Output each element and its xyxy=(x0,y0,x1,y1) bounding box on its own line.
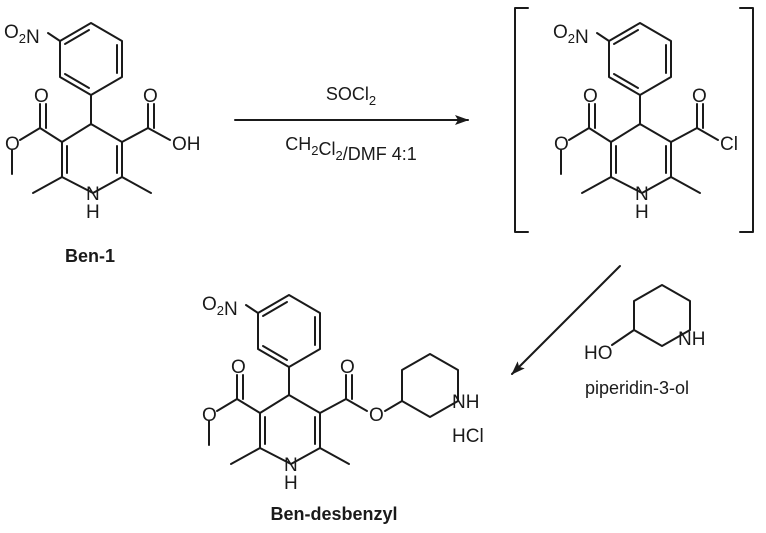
reagent-socl2: SOCl2 xyxy=(326,84,376,108)
atom-o: O xyxy=(34,86,49,107)
atom-o: O xyxy=(583,86,598,107)
piperidine-ring-3 xyxy=(401,353,459,418)
reagent-solvent: CH2Cl2/DMF 4:1 xyxy=(285,134,417,164)
atom-o: O xyxy=(340,357,355,378)
bracket-left xyxy=(514,7,529,233)
arrow xyxy=(511,265,621,375)
phenyl-ring-1 xyxy=(59,22,123,96)
atom-ho: HO xyxy=(584,343,613,364)
dihydropyridine-ring-3 xyxy=(259,394,321,465)
atom-o: O xyxy=(231,357,246,378)
atom-o: O xyxy=(554,134,569,155)
reaction-arrow-2 xyxy=(511,265,621,375)
atom-nh: NH xyxy=(452,392,479,413)
atom-o2n: O2N xyxy=(553,22,589,48)
atom-nh: NH xyxy=(678,329,705,350)
reagent-label: piperidin-3-ol xyxy=(585,378,689,398)
reaction-arrow-1: SOCl2 CH2Cl2/DMF 4:1 xyxy=(234,84,469,164)
atom-o: O xyxy=(369,405,384,426)
compound-label: Ben-1 xyxy=(65,246,115,266)
atom-o2n: O2N xyxy=(4,22,40,48)
atom-o: O xyxy=(202,405,217,426)
atom-hcl: HCl xyxy=(452,426,484,447)
compound-label: Ben-desbenzyl xyxy=(270,504,397,524)
dihydropyridine-ring-1 xyxy=(61,123,123,194)
atom-o: O xyxy=(5,134,20,155)
atom-o2n: O2N xyxy=(202,294,238,320)
atom-o: O xyxy=(143,86,158,107)
phenyl-ring-2 xyxy=(608,22,672,96)
atom-o: O xyxy=(692,86,707,107)
piperidine-ring xyxy=(633,284,691,347)
bracket-right xyxy=(739,7,754,233)
dihydropyridine-ring-2 xyxy=(610,123,672,194)
phenyl-ring-3 xyxy=(257,294,321,368)
atom-oh: OH xyxy=(172,134,201,155)
atom-cl: Cl xyxy=(720,134,738,155)
reagent-piperidin-3-ol: HO NH piperidin-3-ol xyxy=(584,284,705,398)
